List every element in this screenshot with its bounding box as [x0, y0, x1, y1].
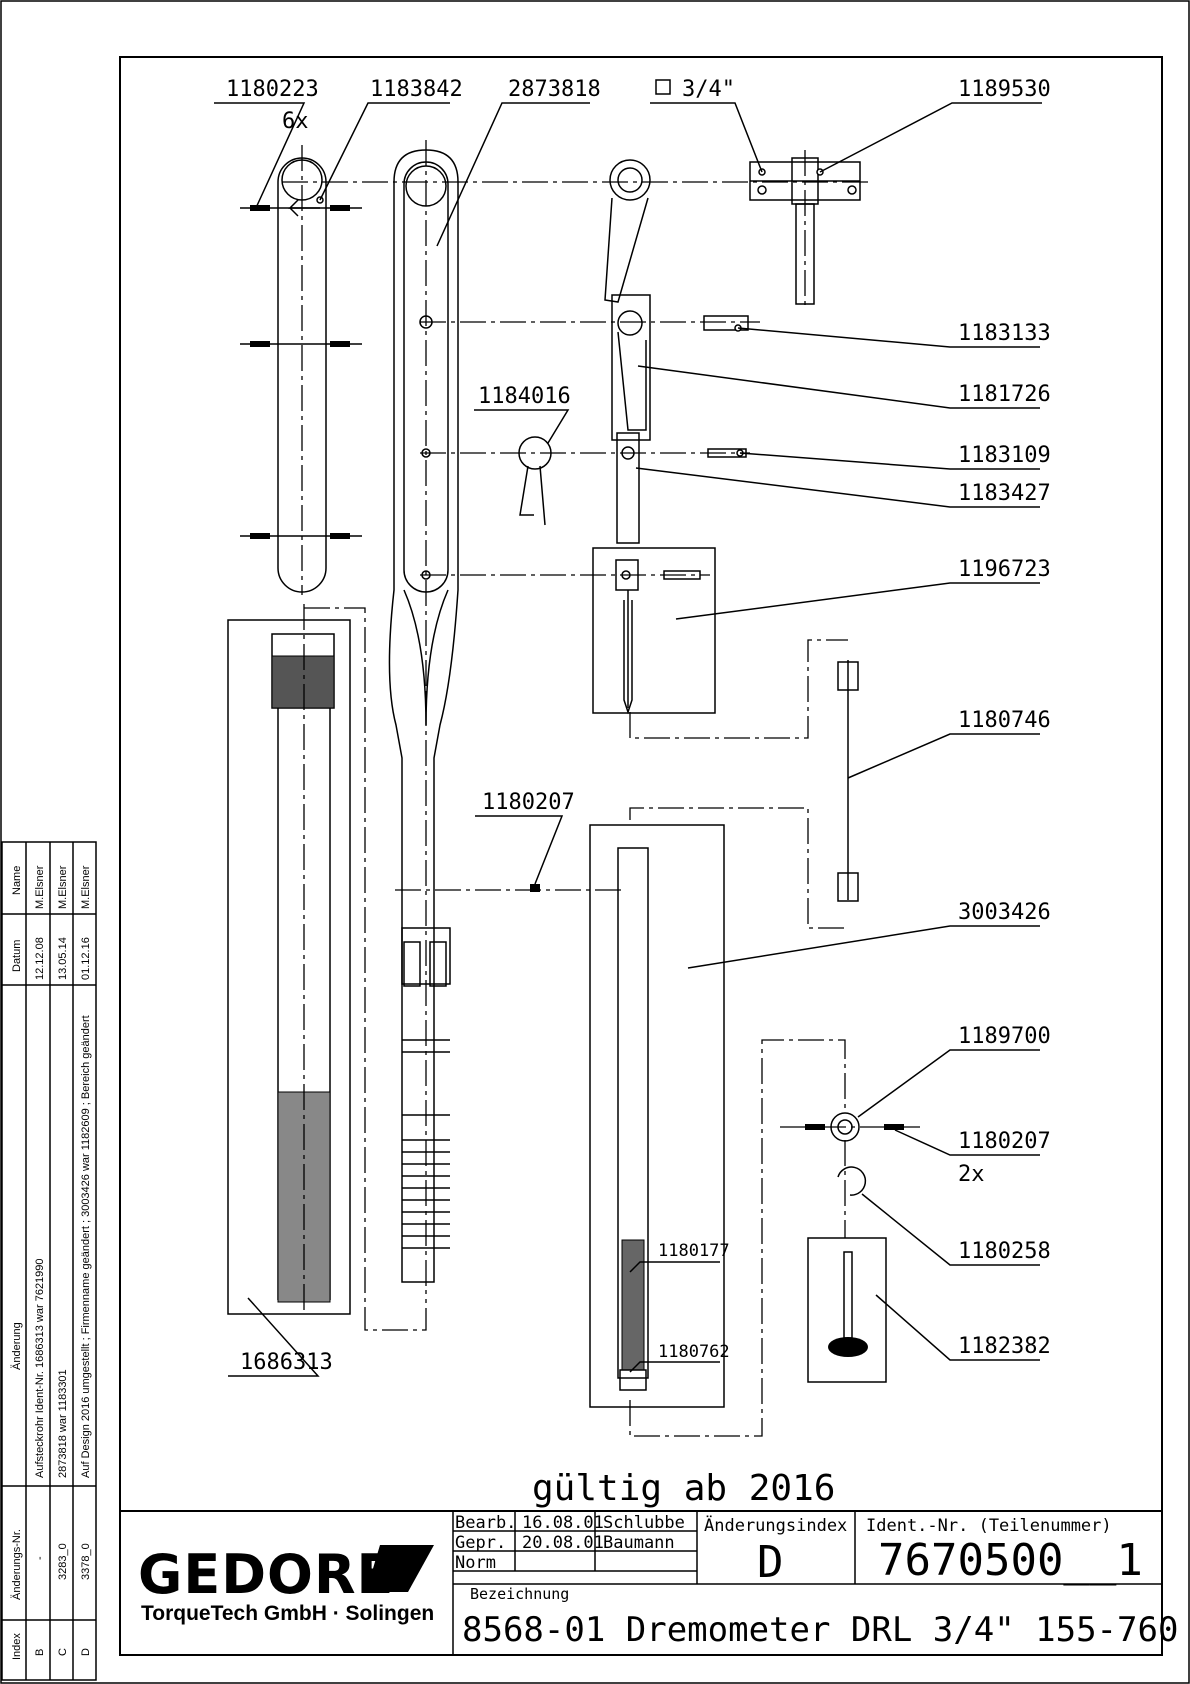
center-lines: [282, 181, 920, 1437]
rev-row-b-change: Aufsteckrohr Ident-Nr. 1686313 war 76219…: [34, 1258, 46, 1478]
pin-1183133: [703, 315, 749, 332]
rev-header-change-no: Änderungs-Nr.: [11, 1529, 23, 1600]
title-block: [120, 1510, 1162, 1655]
tb-name-0: Schlubbe: [603, 1513, 685, 1533]
change-index-label: Änderungsindex: [704, 1515, 847, 1536]
square-drive-1189530: [749, 150, 861, 310]
label-2873818: 2873818: [508, 77, 601, 102]
label-1180223-qty: 6x: [282, 109, 309, 134]
rev-row-d-date: 01.12.16: [80, 937, 92, 980]
tube-3003426: [589, 824, 725, 1408]
label-1183109: 1183109: [958, 443, 1051, 468]
company-logo: GEDORE: [138, 1543, 394, 1606]
label-1189530: 1189530: [958, 77, 1051, 102]
rev-row-d-index: D: [80, 1648, 92, 1656]
ident-number: 7670500__1: [878, 1535, 1143, 1586]
rev-row-d-name: M.Elsner: [80, 865, 92, 909]
rev-header-index: Index: [11, 1633, 23, 1660]
cover-plate-1183842: [240, 145, 362, 595]
label-1180258: 1180258: [958, 1239, 1051, 1264]
label-1183427: 1183427: [958, 481, 1051, 506]
label-1196723: 1196723: [958, 557, 1051, 582]
label-square-drive: 3/4": [682, 77, 735, 102]
tb-role-0: Bearb.: [455, 1513, 516, 1533]
logo-mark-icon: [366, 1545, 434, 1592]
ident-label: Ident.-Nr. (Teilenummer): [866, 1516, 1112, 1536]
rev-row-c-change: 2873818 war 1183301: [57, 1369, 69, 1478]
detail-box-1182382: [807, 1237, 887, 1383]
rev-header-name: Name: [11, 866, 23, 895]
screw-1180207: [530, 884, 540, 892]
rev-row-b-date: 12.12.08: [34, 937, 46, 980]
designation-label: Bezeichnung: [470, 1585, 569, 1603]
tb-date-1: 20.08.01: [522, 1533, 604, 1553]
label-1180762: 1180762: [658, 1342, 730, 1362]
ratchet-mechanism: [604, 159, 651, 715]
ring-1189700: [805, 1112, 904, 1196]
tb-role-1: Gepr.: [455, 1533, 506, 1553]
leader-lines: [214, 102, 1042, 1377]
label-1180207-b-qty: 2x: [958, 1162, 985, 1187]
detail-box-1196723: [592, 547, 716, 714]
tb-name-1: Baumann: [603, 1533, 675, 1553]
tb-role-2: Norm: [455, 1553, 496, 1573]
rev-row-b-change-no: -: [34, 1556, 46, 1560]
clip-1180746: [837, 660, 859, 902]
rev-row-c-index: C: [57, 1648, 69, 1656]
drawing-frame: [119, 56, 1163, 1656]
rev-row-b-name: M.Elsner: [34, 865, 46, 909]
tb-date-0: 16.08.01: [522, 1513, 604, 1533]
change-index-value: D: [757, 1537, 784, 1588]
label-3003426: 3003426: [958, 900, 1051, 925]
rev-row-d-change: Auf Design 2016 umgestellt ; Firmenname …: [80, 1015, 92, 1478]
label-1183842: 1183842: [370, 77, 463, 102]
rev-header-date: Datum: [11, 940, 23, 972]
square-symbol-icon: [655, 79, 671, 95]
company-name: TorqueTech GmbH · Solingen: [141, 1602, 434, 1625]
spring-1184016: [518, 436, 552, 526]
label-1180207: 1180207: [482, 790, 575, 815]
label-1686313: 1686313: [240, 1350, 333, 1375]
rev-row-c-change-no: 3283_0: [57, 1543, 69, 1580]
extension-tube-1686313: [227, 604, 351, 1315]
designation: 8568-01 Dremometer DRL 3/4" 155-760 N·m: [462, 1610, 1190, 1650]
label-1182382: 1182382: [958, 1334, 1051, 1359]
revision-table: Index Änderungs-Nr. Änderung Datum Name …: [1, 841, 97, 1681]
validity-note: gültig ab 2016: [532, 1468, 835, 1509]
label-1189700: 1189700: [958, 1024, 1051, 1049]
label-1180746: 1180746: [958, 708, 1051, 733]
wrench-body-2873818: [388, 140, 459, 1290]
rev-row-d-change-no: 3378_0: [80, 1543, 92, 1580]
label-1180177: 1180177: [658, 1241, 730, 1261]
label-1180223: 1180223: [226, 77, 319, 102]
rev-row-c-name: M.Elsner: [57, 865, 69, 909]
rev-row-c-date: 13.05.14: [57, 937, 69, 980]
label-1181726: 1181726: [958, 382, 1051, 407]
rev-header-change: Änderung: [11, 1322, 23, 1370]
label-1184016: 1184016: [478, 384, 571, 409]
rev-row-b-index: B: [34, 1649, 46, 1656]
label-1183133: 1183133: [958, 321, 1051, 346]
label-1180207-b: 1180207: [958, 1129, 1051, 1154]
